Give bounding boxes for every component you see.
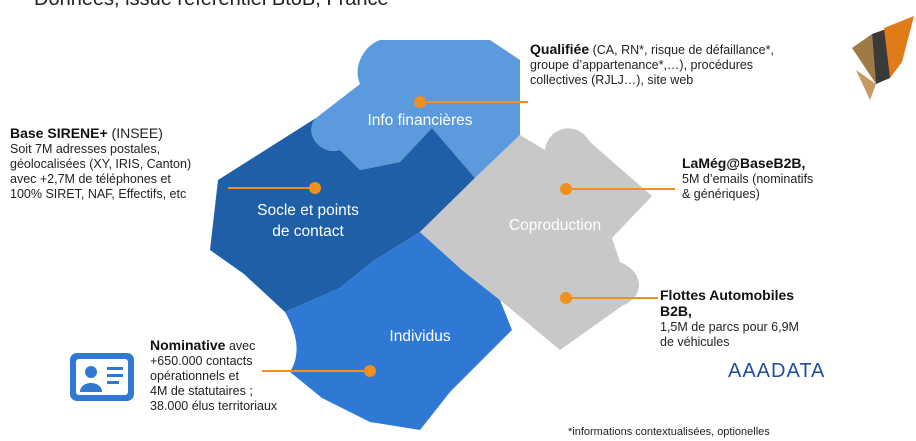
callout-lameg: LaMég@BaseB2B, 5M d’emails (nominatifs &… [682,156,882,202]
puzzle-piece-top [311,40,520,178]
callout-sirene-heading-suffix: (INSEE) [107,125,163,141]
callout-qualifiee-line3: collectives (RJLJ…), site web [530,73,694,87]
callout-lameg-line2: & génériques) [682,187,760,201]
footnote: *informations contextualisées, optionell… [568,426,770,438]
id-card-icon [70,353,134,401]
callout-nominative-line1: +650.000 contacts [150,354,253,368]
piece-label-socle: Socle et points de contact [228,200,388,242]
aaadata-logo: AAADATA [728,360,826,382]
callout-sirene: Base SIRENE+ (INSEE) Soit 7M adresses po… [10,126,230,202]
callout-lameg-line1: 5M d’emails (nominatifs [682,172,814,186]
callout-qualifiee: Qualifiée (CA, RN*, risque de défaillanc… [530,42,820,88]
callout-flottes-heading-line2: B2B, [660,303,692,319]
callout-qualifiee-heading: Qualifiée [530,41,590,57]
callout-sirene-heading: Base SIRENE+ [10,125,108,141]
page-title: Données, issue référentiel BtoB, France [34,0,389,11]
callout-qualifiee-line1: (CA, RN*, risque de défaillance*, [589,43,774,57]
puzzle-piece-right [420,128,652,350]
callout-flottes-line1: 1,5M de parcs pour 6,9M [660,320,799,334]
brand-logo-icon [852,16,914,100]
callout-sirene-line4: 100% SIRET, NAF, Effectifs, etc [10,187,187,201]
callout-nominative-line4: 38.000 élus territoriaux [150,399,278,413]
callout-flottes-heading-line1: Flottes Automobiles [660,287,795,303]
callout-nominative-line3: 4M de statutaires ; [150,384,253,398]
callout-nominative: Nominative avec +650.000 contacts opérat… [150,338,350,414]
piece-label-info-financieres: Info financières [367,112,473,129]
puzzle-piece-bottom [285,232,512,430]
callout-nominative-heading-suffix: avec [225,339,256,353]
callout-sirene-line2: géolocalisées (XY, IRIS, Canton) [10,157,192,171]
callout-lameg-heading: LaMég@BaseB2B, [682,155,806,171]
piece-label-coproduction: Coproduction [508,217,602,234]
callout-sirene-line1: Soit 7M adresses postales, [10,142,161,156]
piece-label-individus: Individus [389,328,451,345]
callout-flottes-line2: de véhicules [660,335,730,349]
callout-sirene-line3: avec +2,7M de téléphones et [10,172,171,186]
callout-qualifiee-line2: groupe d’appartenance*,…), procédures [530,58,754,72]
piece-label-socle-line1: Socle et points [257,202,359,219]
puzzle-piece-left [210,118,475,312]
callout-nominative-line2: opérationnels et [150,369,239,383]
piece-label-socle-line2: de contact [272,223,344,240]
callout-nominative-heading: Nominative [150,337,226,353]
callout-flottes: Flottes Automobiles B2B, 1,5M de parcs p… [660,288,880,350]
